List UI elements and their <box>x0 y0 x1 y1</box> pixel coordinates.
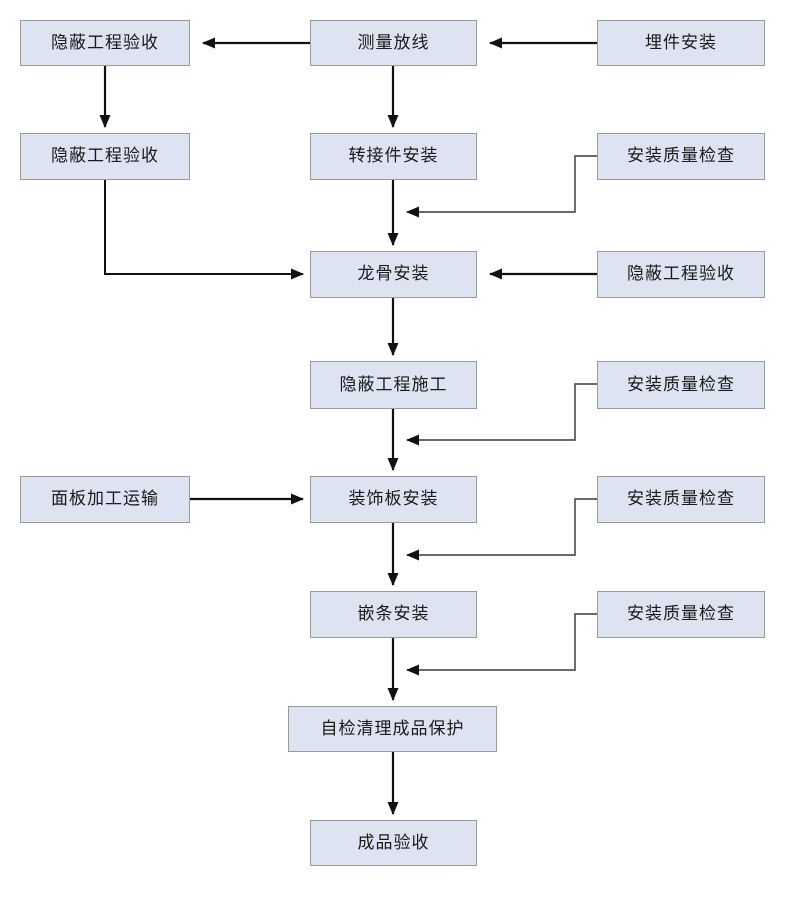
node-label: 转接件安装 <box>348 146 439 166</box>
node-label: 安装质量检查 <box>627 489 735 509</box>
node-label: 隐蔽工程验收 <box>51 146 159 166</box>
node-longgu-anzhuang[interactable]: 龙骨安装 <box>310 251 477 298</box>
node-label: 成品验收 <box>357 832 430 853</box>
node-chengpin-yanshou[interactable]: 成品验收 <box>310 820 477 866</box>
node-label: 面板加工运输 <box>51 489 159 509</box>
node-label: 安装质量检查 <box>627 146 735 166</box>
node-label: 隐蔽工程验收 <box>627 264 735 284</box>
node-yinbi-gongcheng-shigong[interactable]: 隐蔽工程施工 <box>310 361 477 409</box>
node-label: 嵌条安装 <box>357 604 430 624</box>
node-label: 安装质量检查 <box>627 604 735 624</box>
edge-yanshou2-to-longgu <box>104 180 304 280</box>
node-mianban-jiagong-yunshu[interactable]: 面板加工运输 <box>20 476 190 523</box>
node-anzhuang-zhiliang-jiancha-4[interactable]: 安装质量检查 <box>597 591 765 638</box>
node-label: 装饰板安装 <box>348 489 439 509</box>
node-zhuangshiban-anzhuang[interactable]: 装饰板安装 <box>310 476 477 523</box>
node-zhuanjiejian-anzhuang[interactable]: 转接件安装 <box>310 133 477 180</box>
node-anzhuang-zhiliang-jiancha-2[interactable]: 安装质量检查 <box>597 361 765 409</box>
node-label: 龙骨安装 <box>357 264 430 284</box>
node-anzhuang-zhiliang-jiancha-1[interactable]: 安装质量检查 <box>597 133 765 180</box>
node-anzhuang-zhiliang-jiancha-3[interactable]: 安装质量检查 <box>597 476 765 523</box>
node-label: 自检清理成品保护 <box>320 718 465 739</box>
node-yinbi-gongcheng-yanshou-3[interactable]: 隐蔽工程验收 <box>597 251 765 298</box>
node-yinbi-gongcheng-yanshou-2[interactable]: 隐蔽工程验收 <box>20 133 190 180</box>
node-celiang-fangxian[interactable]: 测量放线 <box>310 20 477 66</box>
node-label: 安装质量检查 <box>627 374 735 395</box>
node-yinbi-gongcheng-yanshou-1[interactable]: 隐蔽工程验收 <box>20 20 190 66</box>
node-qiantiao-anzhuang[interactable]: 嵌条安装 <box>310 591 477 638</box>
node-label: 埋件安装 <box>645 32 717 53</box>
node-maijian-anzhuang[interactable]: 埋件安装 <box>597 20 765 66</box>
node-label: 隐蔽工程施工 <box>339 374 448 395</box>
node-label: 测量放线 <box>357 32 430 53</box>
node-label: 隐蔽工程验收 <box>51 32 159 53</box>
node-zijian-qingli-chengpin-baohu[interactable]: 自检清理成品保护 <box>288 706 497 752</box>
